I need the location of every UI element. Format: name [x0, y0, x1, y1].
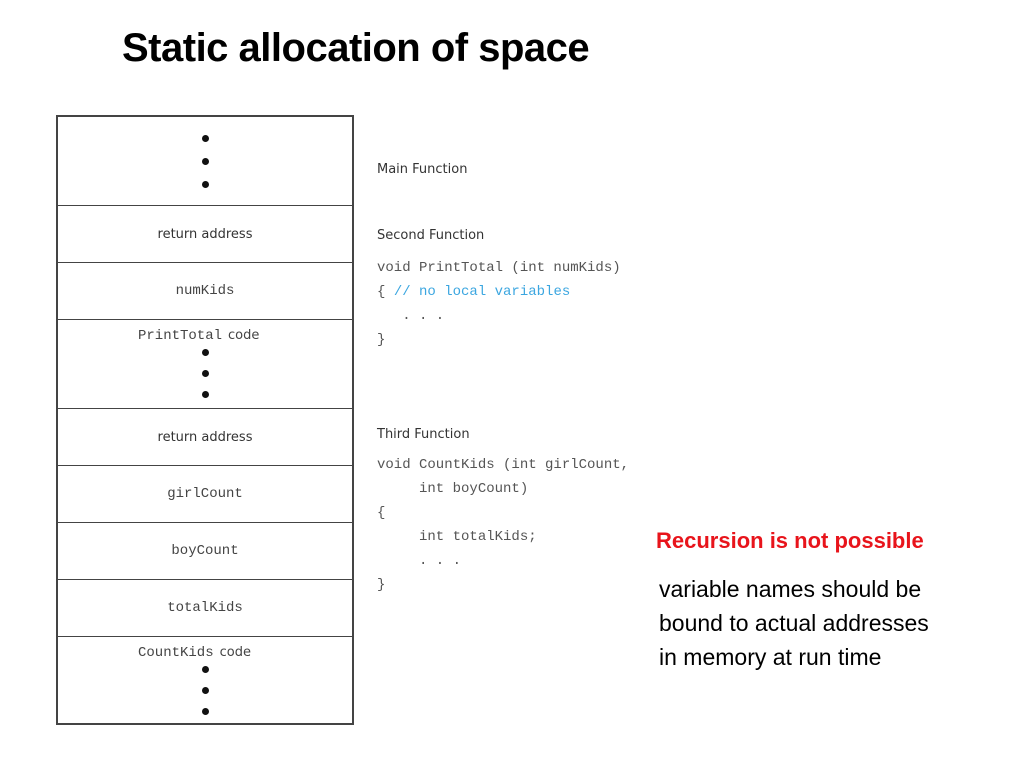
ellipsis-dots: [58, 342, 352, 405]
dot-icon: [201, 349, 209, 356]
stack-cell-boycount: boyCount: [58, 523, 352, 580]
code-line: }: [377, 332, 386, 348]
ellipsis-dots: [58, 659, 352, 722]
third-function-heading: Third Function: [377, 427, 470, 442]
code-line: int totalKids;: [377, 529, 537, 545]
code-word: code: [228, 328, 260, 343]
stack-cell-main: [58, 117, 352, 206]
code-line: }: [377, 577, 386, 593]
page-title: Static allocation of space: [122, 26, 590, 70]
dot-icon: [201, 370, 209, 377]
stack-cell-return-address: return address: [58, 409, 352, 466]
third-function-code: void CountKids (int girlCount, int boyCo…: [377, 453, 629, 597]
stack-cell-return-address: return address: [58, 206, 352, 263]
note-line: variable names should be: [659, 576, 922, 602]
ellipsis-dots: [201, 127, 209, 196]
code-line: . . .: [377, 553, 462, 569]
function-name: CountKids: [138, 645, 214, 661]
second-function-code: void PrintTotal (int numKids) { // no lo…: [377, 256, 621, 352]
main-function-heading: Main Function: [377, 162, 468, 177]
dot-icon: [201, 134, 209, 142]
dot-icon: [201, 180, 209, 188]
code-label: PrintTotal code: [138, 326, 259, 344]
dot-icon: [201, 687, 209, 694]
stack-cell-totalkids: totalKids: [58, 580, 352, 637]
note-line: in memory at run time: [659, 644, 882, 670]
code-line: {: [377, 284, 394, 300]
note-line: bound to actual addresses: [659, 610, 929, 636]
code-line: int boyCount): [377, 481, 529, 497]
stack-cell-countkids-code: CountKids code: [58, 637, 352, 723]
second-function-heading: Second Function: [377, 228, 485, 243]
stack-cell-printtotal-code: PrintTotal code: [58, 320, 352, 409]
dot-icon: [201, 157, 209, 165]
code-line: void PrintTotal (int numKids): [377, 260, 621, 276]
dot-icon: [201, 708, 209, 715]
code-comment: // no local variables: [393, 284, 571, 300]
function-name: PrintTotal: [138, 328, 223, 344]
recursion-callout: Recursion is not possible: [656, 528, 924, 553]
dot-icon: [201, 666, 209, 673]
stack-cell-numkids: numKids: [58, 263, 352, 320]
code-word: code: [219, 645, 251, 660]
stack-cell-girlcount: girlCount: [58, 466, 352, 523]
code-label: CountKids code: [138, 643, 251, 661]
callout-note: variable names should be bound to actual…: [659, 572, 1019, 674]
code-line: . . .: [377, 308, 445, 324]
memory-stack: return address numKids PrintTotal code re…: [56, 115, 354, 725]
code-line: {: [377, 505, 386, 521]
dot-icon: [201, 391, 209, 398]
code-line: void CountKids (int girlCount,: [377, 457, 630, 473]
